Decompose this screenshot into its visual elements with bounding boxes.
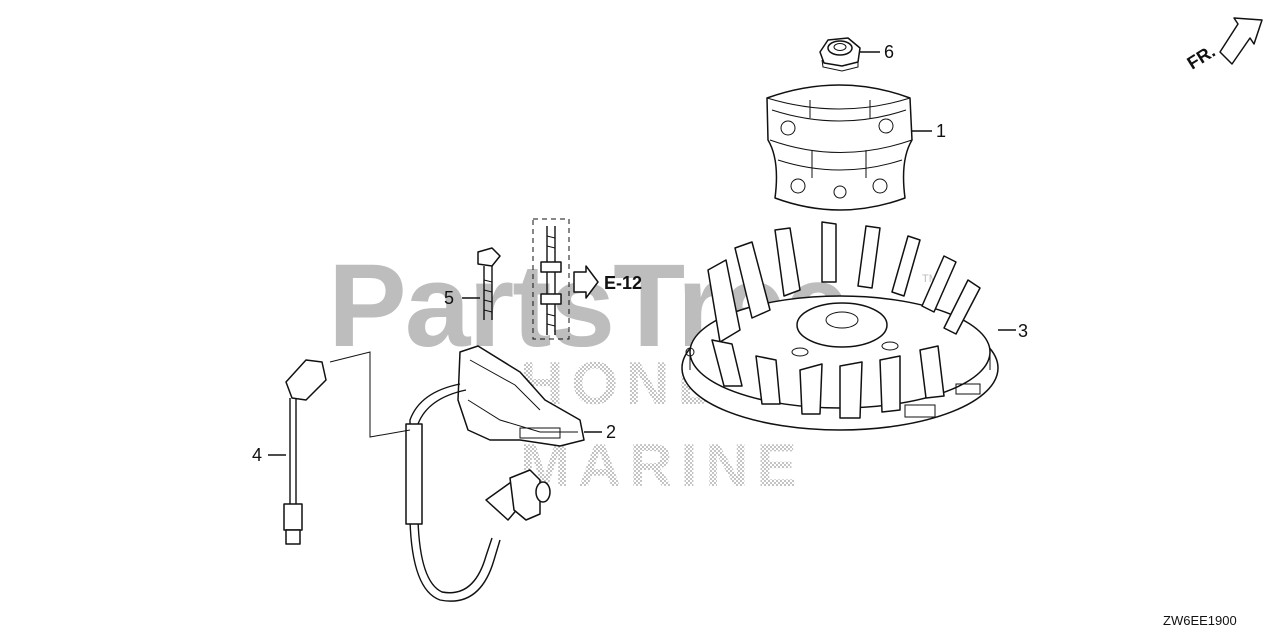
part-2-ignition-coil: [405, 345, 602, 602]
callout-5: 5: [444, 288, 454, 308]
callout-2: 2: [606, 422, 616, 442]
callout-6: 6: [884, 42, 894, 62]
diagram-code: ZW6EE1900: [1163, 613, 1237, 628]
direction-label: FR.: [1184, 41, 1219, 73]
stud-bolt: [532, 218, 570, 340]
part-6-nut: [819, 37, 880, 72]
direction-indicator: FR.: [1184, 17, 1263, 73]
part-4-wire: [268, 351, 411, 545]
part-1-fan-cup: [766, 84, 932, 211]
callout-3: 3: [1018, 321, 1028, 341]
callout-4: 4: [252, 445, 262, 465]
reference-label: E-12: [604, 273, 642, 293]
callout-1: 1: [936, 121, 946, 141]
reference-arrow: E-12: [573, 265, 642, 299]
part-3-flywheel: [681, 221, 1016, 431]
part-5-bolt: [462, 247, 501, 320]
